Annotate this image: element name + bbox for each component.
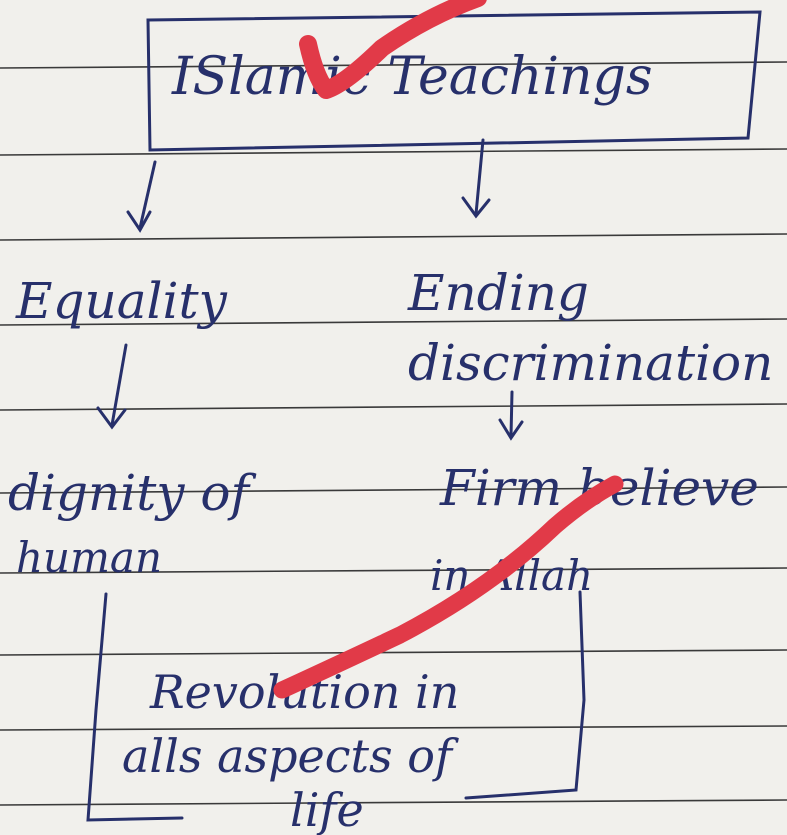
- rule-line: [0, 318, 787, 326]
- rule-line: [0, 61, 787, 69]
- rule-line: [0, 725, 787, 731]
- rule-line: [0, 799, 787, 806]
- arrow-to-dignity: [110, 343, 128, 427]
- check-mark-icon: [273, 475, 624, 699]
- check-mark-icon: [299, 0, 487, 99]
- conclusion-line3: life: [290, 783, 364, 835]
- rule-line: [0, 486, 787, 494]
- outcome-dignity-line1: dignity of: [8, 464, 257, 522]
- arrow-head-icon: [461, 196, 491, 219]
- rule-line: [0, 148, 787, 156]
- branch-ending-line2: discrimination: [408, 334, 773, 392]
- branch-ending-line1: Ending: [407, 264, 589, 322]
- title-text: ISlamic Teachings: [171, 47, 653, 107]
- connectors: [96, 138, 524, 441]
- title-box: [146, 10, 762, 152]
- arrow-to-equality: [138, 160, 157, 230]
- arrow-head-icon: [96, 406, 127, 430]
- outcome-dignity-line2: human: [16, 533, 162, 582]
- rule-line: [0, 567, 787, 574]
- arrow-to-ending: [474, 138, 485, 216]
- arrow-to-firm: [509, 390, 514, 438]
- conclusion-line2: alls aspects of: [122, 729, 459, 783]
- conclusion-bracket: [86, 590, 586, 822]
- arrow-head-icon: [126, 210, 152, 233]
- ruled-lines: [0, 61, 787, 806]
- branch-equality: Equality: [15, 272, 228, 330]
- rule-line: [0, 233, 787, 241]
- arrow-head-icon: [498, 418, 524, 441]
- rule-line: [0, 403, 787, 411]
- rule-line: [0, 649, 787, 656]
